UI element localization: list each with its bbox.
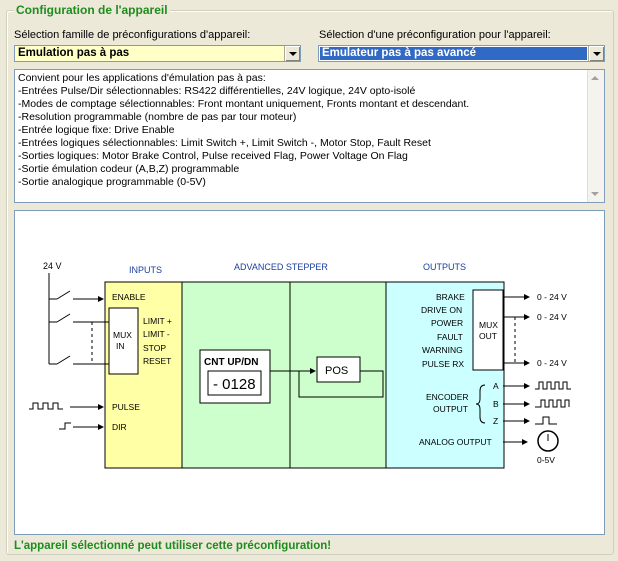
out-voltage-2: 0 - 24 V xyxy=(537,312,567,322)
status-message: L'appareil sélectionné peut utiliser cet… xyxy=(14,540,332,552)
counter-display xyxy=(207,370,262,396)
out-voltage-1: 0 - 24 V xyxy=(537,292,567,302)
scroll-down-icon[interactable] xyxy=(591,192,599,196)
mux-in-label-1: MUX xyxy=(113,330,132,340)
description-line: -Sortie émulation codeur (A,B,Z) program… xyxy=(18,163,240,175)
out-voltage-3: 0 - 24 V xyxy=(537,358,567,368)
scroll-up-icon[interactable] xyxy=(591,76,599,80)
device-config-group xyxy=(6,10,614,555)
family-select[interactable]: Emulation pas à pas xyxy=(14,45,301,62)
dir-waveform xyxy=(59,422,71,430)
pos-label: POS xyxy=(325,365,348,377)
fault-label: FAULT xyxy=(437,332,463,342)
description-list: Convient pour les applications d'émulati… xyxy=(15,70,604,189)
diagram-panel: INPUTS ADVANCED STEPPER OUTPUTS 24 V MUX… xyxy=(14,210,605,535)
preset-select-value: Emulateur pas à pas avancé xyxy=(320,47,587,60)
brake-label: BRAKE xyxy=(436,292,465,302)
dir-label: DIR xyxy=(112,422,127,432)
encoder-label-2: OUTPUT xyxy=(433,404,468,414)
stop-label: STOP xyxy=(143,343,166,353)
description-line: -Modes de comptage sélectionnables: Fron… xyxy=(18,98,470,110)
channel-a-label: A xyxy=(493,381,499,391)
mux-in-box xyxy=(108,307,139,375)
counter-title: CNT UP/DN xyxy=(204,357,258,368)
mux-out-box xyxy=(472,289,504,371)
description-line: -Entrées Pulse/Dir sélectionnables: RS42… xyxy=(18,85,416,97)
chevron-down-icon[interactable] xyxy=(588,46,604,61)
analog-output-label: ANALOG OUTPUT xyxy=(419,437,492,447)
pos-box xyxy=(316,356,361,383)
pulse-waveform xyxy=(29,402,63,410)
description-line: -Resolution programmable (nombre de pas … xyxy=(18,111,297,123)
preset-select[interactable]: Emulateur pas à pas avancé xyxy=(318,45,605,62)
stepper-block-diagram: INPUTS ADVANCED STEPPER OUTPUTS 24 V MUX… xyxy=(29,261,571,469)
description-textbox[interactable]: Convient pour les applications d'émulati… xyxy=(14,69,605,203)
reset-label: RESET xyxy=(143,356,171,366)
pulse-rx-label: PULSE RX xyxy=(422,359,464,369)
description-line: -Entrée logique fixe: Drive Enable xyxy=(18,124,175,136)
description-line: Convient pour les applications d'émulati… xyxy=(18,72,266,84)
channel-b-label: B xyxy=(493,399,499,409)
mux-in-label-2: IN xyxy=(116,341,125,351)
chevron-down-icon[interactable] xyxy=(284,46,300,61)
counter-value: - 0128 xyxy=(213,376,256,393)
warning-label: WARNING xyxy=(422,345,463,355)
supply-label: 24 V xyxy=(43,261,62,271)
description-scrollbar[interactable] xyxy=(587,70,604,202)
inputs-title: INPUTS xyxy=(129,265,162,275)
description-line: -Sortie analogique programmable (0-5V) xyxy=(18,176,206,188)
enable-label: ENABLE xyxy=(112,292,146,302)
description-line: -Sorties logiques: Motor Brake Control, … xyxy=(18,150,408,162)
channel-z-label: Z xyxy=(493,416,498,426)
mux-out-label-1: MUX xyxy=(479,320,498,330)
preset-label: Sélection d'une préconfiguration pour l'… xyxy=(319,29,551,41)
group-title: Configuration de l'appareil xyxy=(14,3,170,17)
core-title: ADVANCED STEPPER xyxy=(234,262,328,272)
outputs-title: OUTPUTS xyxy=(423,262,466,272)
input-switches xyxy=(49,290,109,365)
pulse-label: PULSE xyxy=(112,402,140,412)
mux-out-label-2: OUT xyxy=(479,331,497,341)
description-line: -Entrées logiques sélectionnables: Limit… xyxy=(18,137,431,149)
drive-on-label: DRIVE ON xyxy=(421,305,462,315)
encoder-label-1: ENCODER xyxy=(426,392,469,402)
power-label: POWER xyxy=(431,318,463,328)
family-select-value: Emulation pas à pas xyxy=(18,47,130,59)
limit-plus-label: LIMIT + xyxy=(143,316,172,326)
family-label: Sélection famille de préconfigurations d… xyxy=(14,29,251,41)
analog-range-label: 0-5V xyxy=(537,455,555,465)
limit-minus-label: LIMIT - xyxy=(143,329,170,339)
